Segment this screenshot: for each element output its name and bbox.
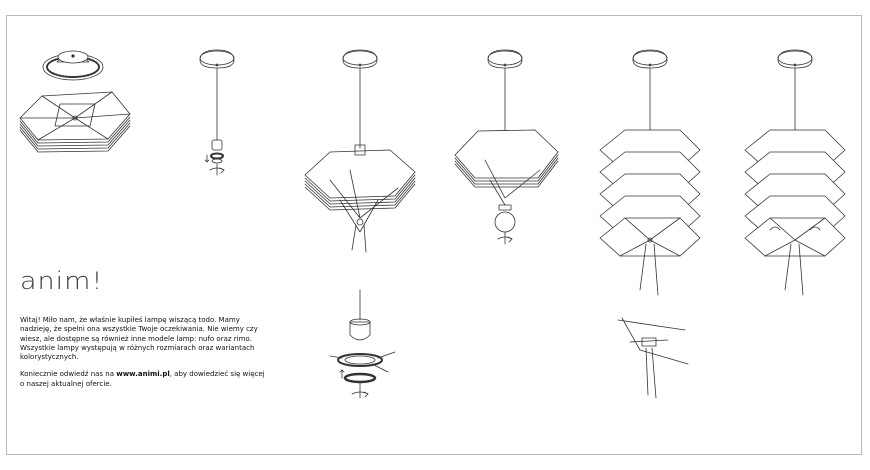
step-socket-illustration [204, 139, 225, 176]
welcome-paragraph: Witaj! Miło nam, że właśnie kupiłeś lamp… [20, 316, 258, 362]
visit-paragraph: Koniecznie odwiedź nas na www.animi.pl, … [20, 370, 265, 389]
visit-before: Koniecznie odwiedź nas na [20, 370, 117, 379]
step-attach-shade-illustration [304, 144, 416, 253]
step-socket-detail [329, 289, 396, 399]
step-extend-shade-illustration [599, 129, 701, 296]
step-hook-detail [617, 317, 689, 399]
website-link[interactable]: www.animi.pl [116, 370, 170, 379]
brand-logo: anim! [20, 267, 104, 296]
intro-text: Witaj! Miło nam, że właśnie kupiłeś lamp… [20, 316, 265, 397]
canopies [199, 49, 813, 149]
visit-after: , aby dowiedzieć się więcej o naszej akt… [20, 370, 265, 388]
step-parts-illustration [19, 50, 131, 153]
step-bulb-illustration [454, 129, 559, 245]
flat-shade-stack [19, 91, 131, 153]
instruction-sheet [6, 15, 862, 455]
step-final-illustration [744, 129, 846, 296]
